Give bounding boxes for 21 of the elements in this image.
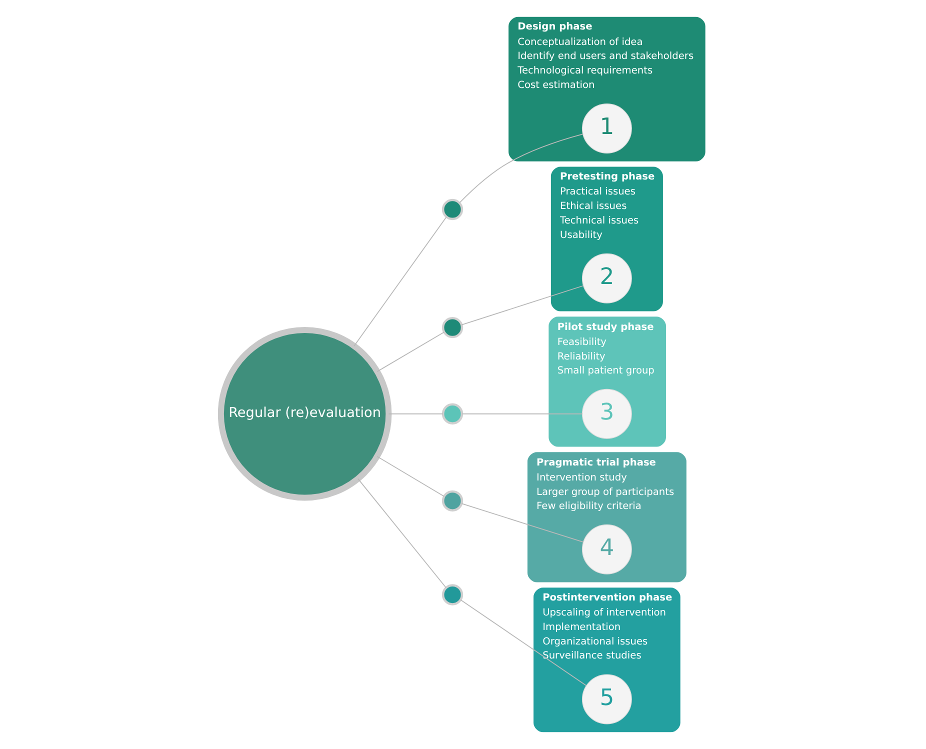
connector — [354, 216, 447, 347]
connector — [357, 478, 447, 588]
node-circle: 3 — [582, 388, 632, 439]
node-circle — [442, 584, 464, 606]
node-circle: 5 — [582, 674, 632, 724]
node-circle — [442, 198, 464, 220]
connector — [459, 134, 584, 204]
node-circle: 2 — [582, 253, 632, 304]
node-circle — [442, 403, 464, 424]
connector — [376, 332, 445, 372]
node-circle — [442, 490, 464, 512]
connector — [461, 285, 584, 326]
node-circle: 1 — [582, 104, 632, 154]
node-circle — [442, 316, 464, 338]
connector — [376, 456, 445, 497]
node-circle: Regular (re)evaluation — [218, 326, 392, 501]
connector — [388, 413, 444, 414]
connector — [462, 413, 583, 414]
connector — [461, 503, 584, 543]
node-circle: 4 — [582, 524, 632, 574]
connector — [460, 599, 587, 686]
